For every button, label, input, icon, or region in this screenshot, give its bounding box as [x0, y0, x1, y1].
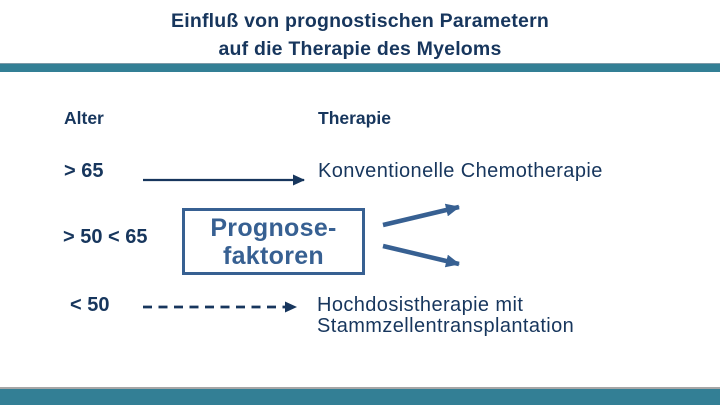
- prognosis-factors-box: Prognose- faktoren: [182, 208, 365, 275]
- age-label-under-50: < 50: [70, 294, 110, 316]
- column-header-therapy: Therapie: [318, 108, 391, 128]
- column-header-age: Alter: [64, 108, 104, 128]
- therapy-highdose-line2: Stammzellentransplantation: [317, 314, 575, 337]
- footer-teal-bar: [0, 389, 720, 405]
- prognosis-box-line2: faktoren: [222, 241, 325, 270]
- slide-title-line2: auf die Therapie des Myeloms: [218, 37, 502, 60]
- prognosis-arrow-lower: [382, 243, 460, 268]
- prognosis-arrow-upper: [382, 203, 460, 228]
- therapy-highdose: Hochdosistherapie mit Stammzellentranspl…: [317, 295, 574, 336]
- therapy-highdose-line1: Hochdosistherapie mit: [317, 294, 524, 316]
- age-label-between-50-65: > 50 < 65: [63, 226, 148, 248]
- therapy-conventional-chemo: Konventionelle Chemotherapie: [318, 160, 603, 182]
- age-label-over-65: > 65: [64, 160, 104, 182]
- title-divider-bar: [0, 63, 720, 72]
- prognosis-box-line1: Prognose-: [210, 213, 337, 242]
- footer-gray-rule: [0, 387, 720, 389]
- slide-title: Einfluß von prognostischen Parametern au…: [0, 8, 720, 63]
- slide-title-line1: Einfluß von prognostischen Parametern: [171, 10, 549, 32]
